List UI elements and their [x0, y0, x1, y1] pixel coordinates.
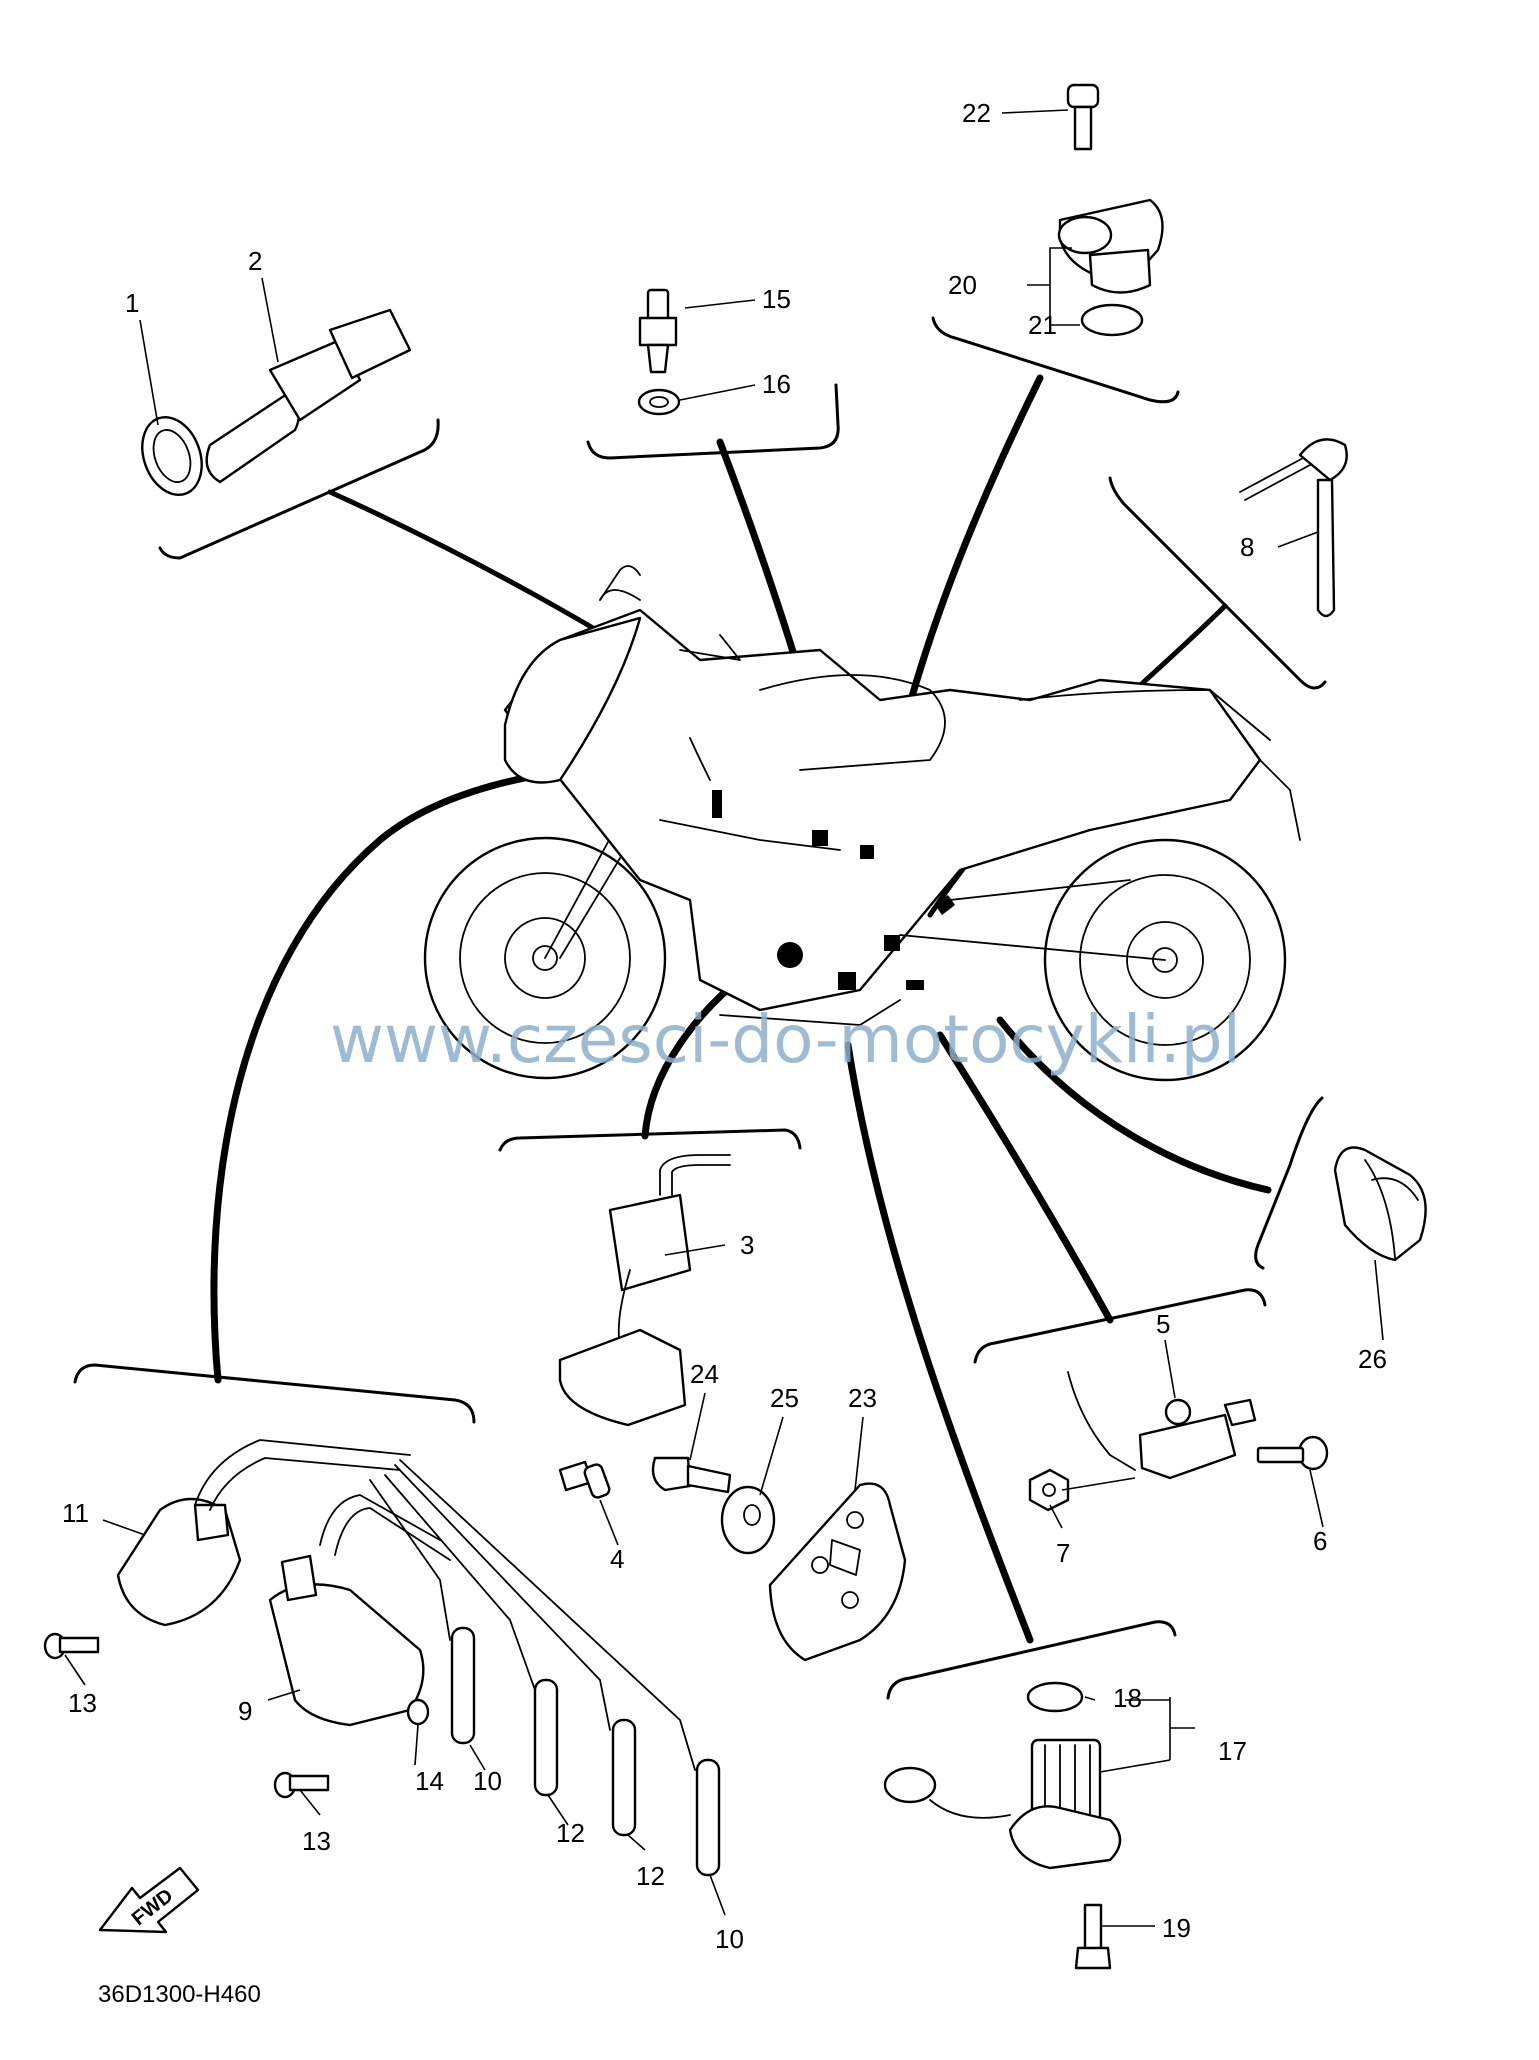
part-label-9: 9 — [238, 1696, 252, 1726]
speed-sensor-20 — [1057, 198, 1164, 294]
diagram-code: 36D1300-H460 — [98, 1981, 261, 2008]
forward-arrow-icon: FWD — [98, 1866, 200, 1934]
bolt-13b — [273, 1771, 330, 1799]
washer-14 — [406, 1698, 430, 1726]
bolt-24 — [651, 1456, 732, 1494]
part-label-20: 20 — [948, 270, 977, 300]
screw-6 — [1256, 1435, 1329, 1471]
sensor-8 — [1239, 438, 1348, 618]
group-bracket-1-2 — [158, 418, 440, 560]
part-label-25: 25 — [770, 1383, 799, 1413]
bolt-22 — [1066, 83, 1100, 151]
part-label-6: 6 — [1313, 1526, 1327, 1556]
part-label-16: 16 — [762, 369, 791, 399]
group-bracket-5-7 — [973, 1288, 1267, 1364]
ignition-coil-11 — [116, 1439, 411, 1627]
part-label-15: 15 — [762, 284, 791, 314]
part-label-10b: 10 — [715, 1924, 744, 1954]
bolt-19 — [1074, 1903, 1112, 1970]
callout-17-19 — [844, 1041, 1034, 1644]
part-label-5: 5 — [1156, 1309, 1170, 1339]
group-bracket-3-25 — [498, 1128, 802, 1152]
part-label-14: 14 — [415, 1766, 444, 1796]
part-label-12a: 12 — [556, 1818, 585, 1848]
part-label-1: 1 — [125, 288, 139, 318]
part-label-13b: 13 — [302, 1826, 331, 1856]
watermark-text: www.czesci-do-motocykli.pl — [330, 1001, 1241, 1078]
bolt-13a — [43, 1632, 100, 1660]
motorcycle-outline — [423, 565, 1301, 1082]
plug-cap-10a — [369, 1479, 476, 1745]
part-label-2: 2 — [248, 246, 262, 276]
part-label-8: 8 — [1240, 532, 1254, 562]
group-bracket-15-16 — [586, 383, 840, 460]
group-bracket-20-22 — [931, 316, 1180, 404]
leader-lines — [64, 109, 1384, 1927]
washer-25 — [720, 1485, 776, 1555]
bolt-4 — [558, 1460, 611, 1499]
plug-cap-12b — [394, 1464, 637, 1837]
part-label-18: 18 — [1113, 1683, 1142, 1713]
part-label-21: 21 — [1028, 310, 1057, 340]
gasket-1 — [141, 416, 203, 496]
washer-16 — [637, 388, 681, 416]
pickup-coil-3 — [558, 1154, 731, 1427]
part-label-3: 3 — [740, 1230, 754, 1260]
part-label-17: 17 — [1218, 1736, 1247, 1766]
group-bracket-9-14 — [73, 1363, 476, 1424]
group-bracket-8 — [1108, 476, 1327, 690]
callout-5-7 — [936, 1031, 1114, 1324]
part-label-12b: 12 — [636, 1861, 665, 1891]
o-ring-21 — [1080, 303, 1144, 337]
switch-5 — [1067, 1371, 1257, 1480]
part-label-24: 24 — [690, 1359, 719, 1389]
part-label-22: 22 — [962, 98, 991, 128]
part-label-26: 26 — [1358, 1344, 1387, 1374]
part-label-7: 7 — [1056, 1538, 1070, 1568]
group-bracket-26 — [1254, 1096, 1324, 1270]
ignition-coil-9 — [268, 1494, 451, 1727]
thermo-sensor-2 — [205, 308, 412, 484]
clamp-26 — [1333, 1146, 1427, 1262]
callout-26 — [996, 1016, 1272, 1194]
part-label-13a: 13 — [68, 1688, 97, 1718]
plug-cap-10b — [399, 1459, 721, 1877]
callout-9-14 — [210, 764, 614, 1384]
part-label-11: 11 — [62, 1498, 89, 1528]
part-label-10a: 10 — [473, 1766, 502, 1796]
group-bracket-17-19 — [886, 1620, 1177, 1700]
sender-17 — [883, 1738, 1122, 1870]
part-label-23: 23 — [848, 1383, 877, 1413]
part-label-4: 4 — [610, 1544, 624, 1574]
o-ring-18 — [1026, 1681, 1084, 1713]
rotor-plate-23 — [768, 1482, 907, 1662]
nut-7 — [1028, 1468, 1070, 1512]
plug-cap-12a — [384, 1474, 559, 1797]
sensor-15 — [638, 288, 678, 374]
part-label-19: 19 — [1162, 1913, 1191, 1943]
